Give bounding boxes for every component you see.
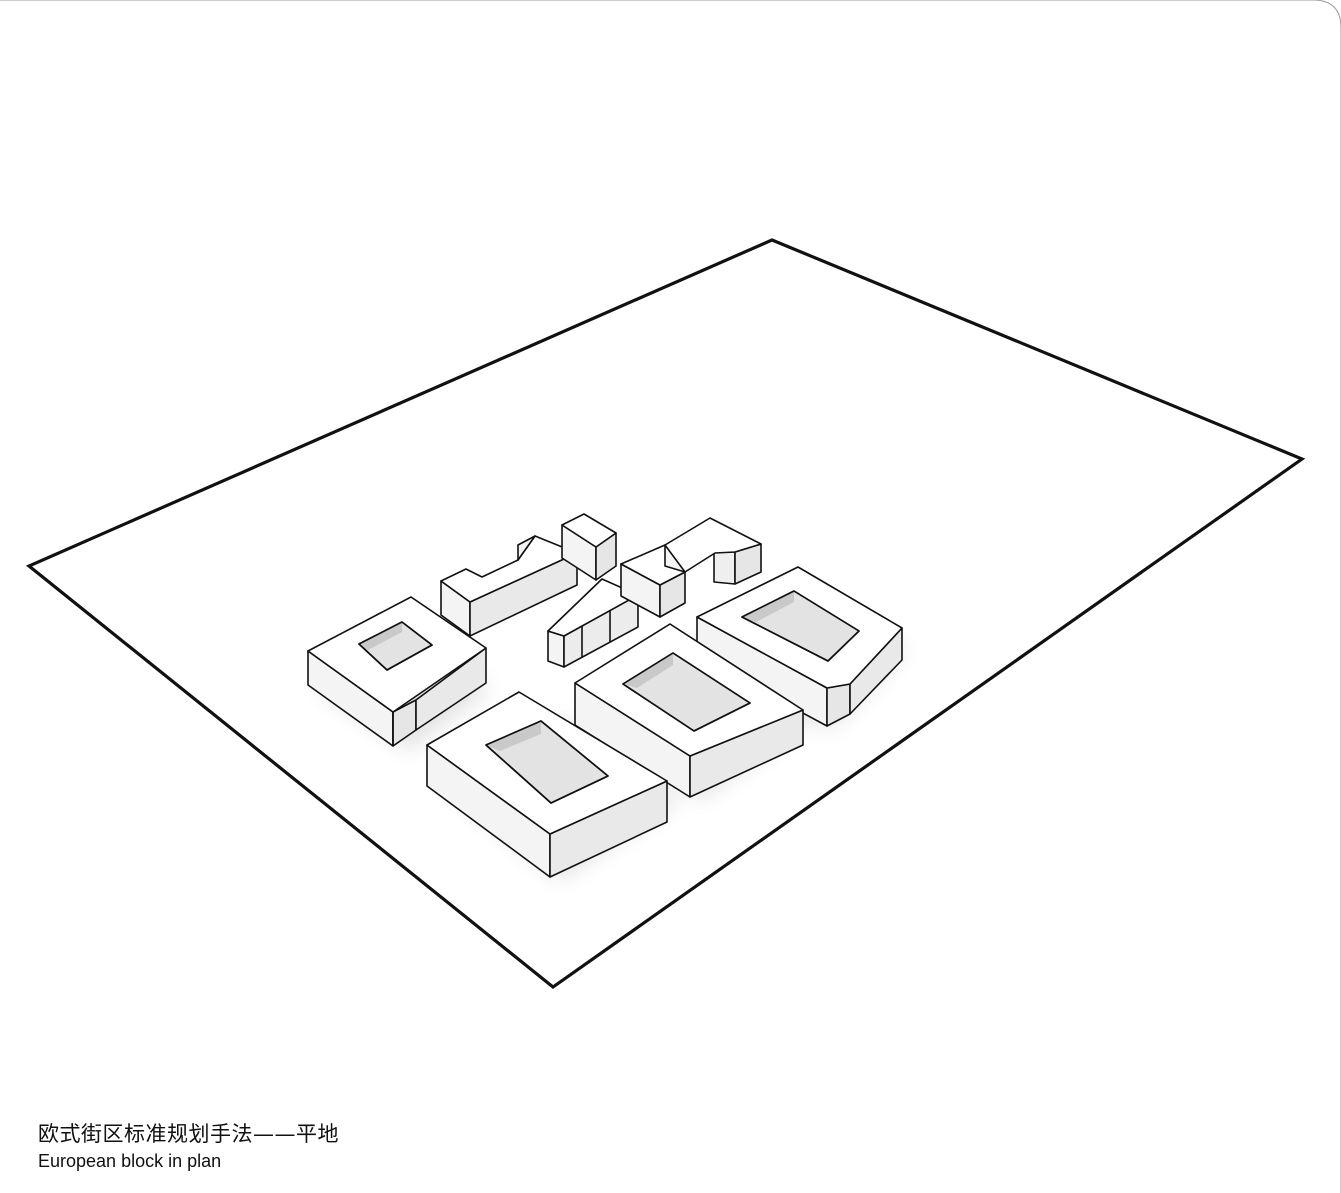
perimeter-block-west: [307, 596, 487, 747]
caption-subtitle: European block in plan: [38, 1151, 222, 1171]
perimeter-block-south: [426, 691, 668, 878]
l-block-northeast: [620, 517, 762, 618]
caption: 欧式街区标准规划手法——平地 European block in plan: [38, 1120, 339, 1173]
caption-title: 欧式街区标准规划手法——平地: [38, 1122, 339, 1146]
l-block-north: [440, 535, 578, 637]
wedge-block-center: [547, 578, 639, 668]
perimeter-block-east: [696, 566, 903, 727]
small-block-north: [561, 513, 617, 581]
perimeter-block-center: [574, 623, 804, 798]
